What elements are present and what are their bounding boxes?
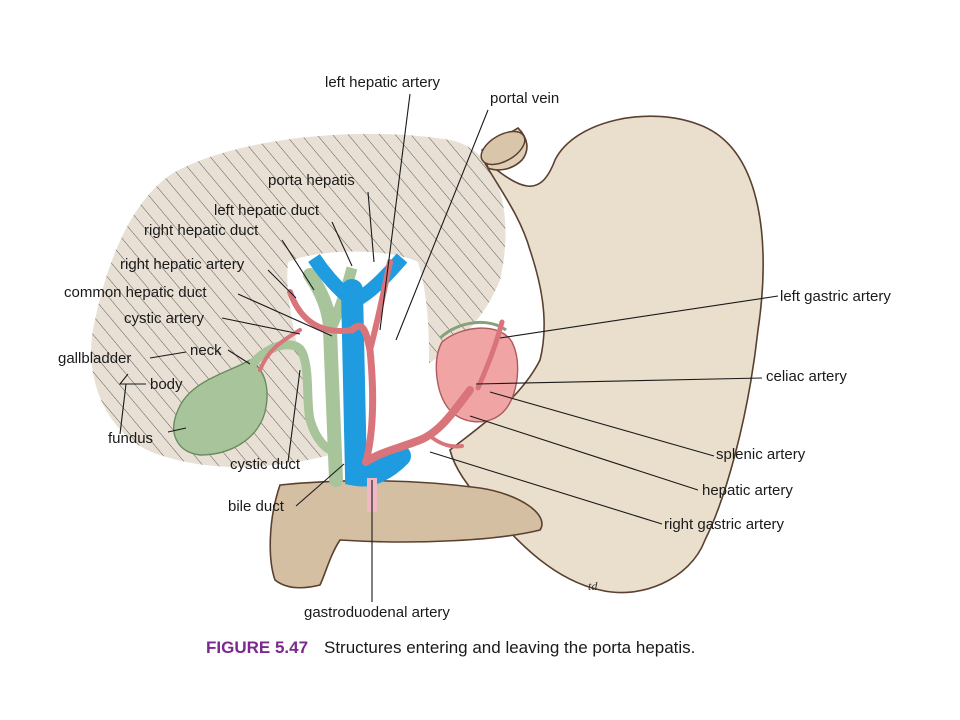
cystic-duct-shape xyxy=(248,340,338,457)
label-left-gastric-artery: left gastric artery xyxy=(780,288,891,305)
artist-signature: td xyxy=(588,579,598,593)
label-left-hepatic-artery: left hepatic artery xyxy=(325,74,441,91)
label-gastroduodenal-artery: gastroduodenal artery xyxy=(304,604,450,621)
right-gastric-artery-shape xyxy=(428,434,464,449)
gallbladder xyxy=(173,359,268,456)
hepatic-artery-shape xyxy=(362,386,474,466)
label-bile-duct: bile duct xyxy=(228,498,284,515)
portal-vein-right-branch xyxy=(308,254,357,306)
label-porta-hepatis: porta hepatis xyxy=(268,172,355,189)
label-left-hepatic-duct: left hepatic duct xyxy=(214,202,320,219)
label-cystic-artery: cystic artery xyxy=(124,310,205,327)
left-gastric-artery-shape xyxy=(475,319,505,391)
figure-number: FIGURE 5.47 xyxy=(206,638,309,657)
left-hepatic-artery-shape xyxy=(367,259,393,353)
celiac-trunk-region xyxy=(435,327,519,423)
label-gallbladder: gallbladder xyxy=(58,350,132,367)
label-right-hepatic-artery: right hepatic artery xyxy=(120,256,245,273)
figure-caption: Structures entering and leaving the port… xyxy=(324,638,696,657)
label-neck: neck xyxy=(190,342,222,359)
leader-lines xyxy=(118,93,779,602)
label-portal-vein: portal vein xyxy=(490,90,560,107)
label-right-gastric-artery: right gastric artery xyxy=(664,516,785,533)
label-body: body xyxy=(150,376,183,393)
proper-hepatic-artery-shape xyxy=(348,322,377,466)
esophagus-opening xyxy=(480,130,526,166)
duodenum xyxy=(269,479,543,589)
label-hepatic-artery: hepatic artery xyxy=(702,482,793,499)
stomach xyxy=(449,115,764,594)
label-celiac-artery: celiac artery xyxy=(766,368,847,385)
label-fundus: fundus xyxy=(108,430,154,447)
portal-vein-shape xyxy=(341,279,411,487)
label-right-hepatic-duct: right hepatic duct xyxy=(144,222,259,239)
label-cystic-duct: cystic duct xyxy=(230,456,301,473)
label-common-hepatic-duct: common hepatic duct xyxy=(64,284,207,301)
portal-vein-left-branch xyxy=(352,253,408,307)
right-hepatic-artery-shape xyxy=(287,289,355,334)
label-splenic-artery: splenic artery xyxy=(716,446,806,463)
